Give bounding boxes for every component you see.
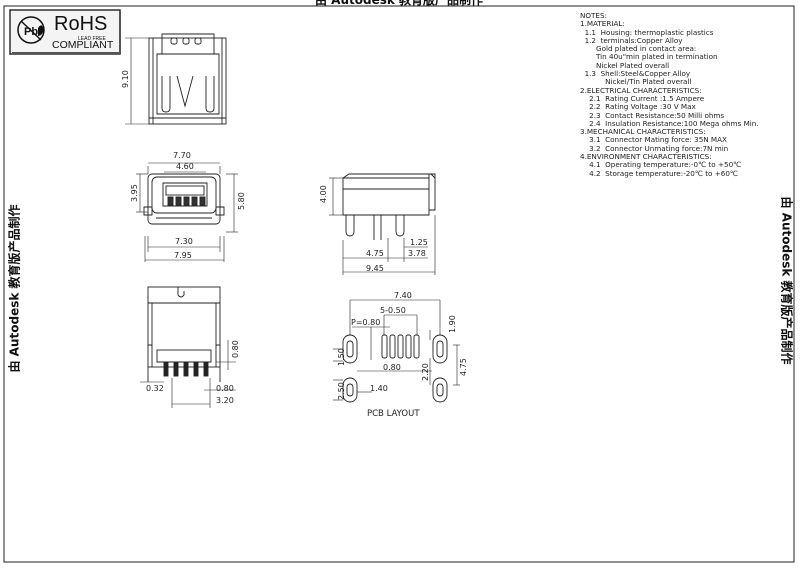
sheet-border xyxy=(3,5,795,563)
pcb-layout-label: PCB LAYOUT xyxy=(367,409,420,419)
dim-4-75-side: 4.75 xyxy=(366,249,384,258)
watermark-top: 由 Autodesk 教育版产品制作 xyxy=(315,0,484,7)
note-line: 3.MECHANICAL CHARACTERISTICS: xyxy=(580,127,706,137)
note-line: 4.1 Operating temperature:-0℃ to +50℃ xyxy=(580,160,742,170)
note-line: NOTES: xyxy=(580,11,607,20)
rohs-logo xyxy=(9,9,121,55)
note-line: 2.ELECTRICAL CHARACTERISTICS: xyxy=(580,85,702,95)
dim-4-75-pcb: 4.75 xyxy=(459,358,468,376)
note-line: 1.MATERIAL: xyxy=(580,19,625,29)
pcb-layout xyxy=(333,299,460,403)
rohs-title: RoHS xyxy=(54,13,107,35)
top-view xyxy=(125,33,227,125)
notes-block: NOTES: 1.MATERIAL: 1.1 Housing: thermopl… xyxy=(580,11,759,178)
note-line: 1.3 Shell:Steel&Copper Alloy xyxy=(580,69,691,79)
dim-1-90: 1.90 xyxy=(448,315,457,333)
dim-0-32: 0.32 xyxy=(146,384,164,393)
note-line: 1.2 terminals:Copper Alloy xyxy=(580,35,683,45)
side-view xyxy=(329,173,436,275)
dim-2-20: 2.20 xyxy=(421,363,430,381)
note-line: 3.1 Connector Mating force: 35N MAX xyxy=(580,135,727,145)
dim-pitch-0-80: P=0.80 xyxy=(351,318,380,327)
dim-7-40: 7.40 xyxy=(394,291,412,300)
note-line: 2.2 Rating Voltage :30 V Max xyxy=(580,102,696,112)
rohs-compliant: COMPLIANT xyxy=(52,39,114,51)
dim-0-80-right: 0.80 xyxy=(216,384,234,393)
dim-4-60: 4.60 xyxy=(176,162,194,171)
dim-0-80-bottom: 0.80 xyxy=(231,340,240,358)
dim-5x0-50: 5-0.50 xyxy=(380,306,406,315)
dim-1-25: 1.25 xyxy=(410,238,428,247)
dim-9-10: 9.10 xyxy=(121,70,130,88)
note-line: 2.4 Insulation Resistance:100 Mega ohms … xyxy=(580,118,759,128)
note-line: Nickel Plated overall xyxy=(580,60,670,70)
dim-1-50: 1.50 xyxy=(337,348,346,366)
dim-5-80: 5.80 xyxy=(237,192,246,210)
note-line: 2.1 Rating Current :1.5 Ampere xyxy=(580,93,705,103)
note-line: 3.2 Connector Unmating force:7N min xyxy=(580,143,729,153)
note-line: 4.ENVIRONMENT CHARACTERISTICS: xyxy=(580,152,712,162)
dim-0-80-pcb: 0.80 xyxy=(383,363,401,372)
note-line: Gold plated in contact area: xyxy=(580,44,697,54)
watermark-left: 由 Autodesk 教育版产品制作 xyxy=(7,204,22,373)
dim-3-20: 3.20 xyxy=(216,396,234,405)
dim-3-95: 3.95 xyxy=(130,184,139,202)
front-view xyxy=(136,162,238,262)
dim-1-40: 1.40 xyxy=(370,384,388,393)
bottom-view xyxy=(140,286,236,408)
rohs-leadfree: LEAD FREE xyxy=(78,36,106,42)
note-line: Nickel/Tin Plated overall xyxy=(580,77,692,87)
dim-7-70: 7.70 xyxy=(173,151,191,160)
dim-3-78: 3.78 xyxy=(408,249,426,258)
note-line: 1.1 Housing: thermoplastic plastics xyxy=(580,27,714,37)
watermark-right: 由 Autodesk 教育版产品制作 xyxy=(779,196,794,365)
note-line: 2.3 Contact Resistance:50 Milli ohms xyxy=(580,110,725,120)
dim-9-45: 9.45 xyxy=(366,264,384,273)
note-line: Tin 40u"min plated in termination xyxy=(580,52,718,62)
dim-4-00: 4.00 xyxy=(319,185,328,203)
note-line: 4.2 Storage temperature:-20℃ to +60℃ xyxy=(580,168,738,178)
dim-7-30: 7.30 xyxy=(175,237,193,246)
dim-7-95: 7.95 xyxy=(174,251,192,260)
dim-2-50: 2.50 xyxy=(337,382,346,400)
pb-mark: Pb xyxy=(24,26,38,38)
